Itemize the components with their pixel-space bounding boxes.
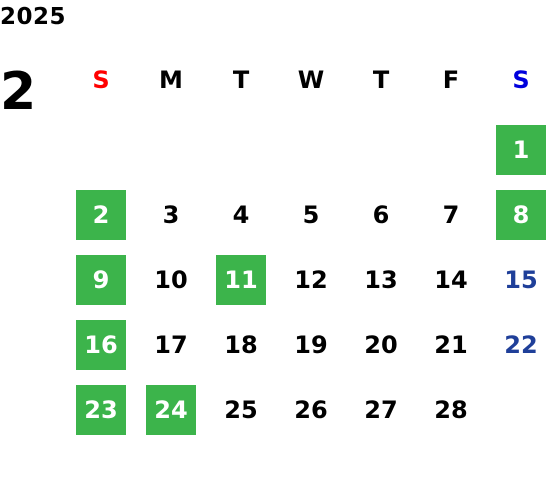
day-cell[interactable]: 20 <box>364 331 398 359</box>
day-cell[interactable]: 27 <box>364 396 398 424</box>
day-cell[interactable]: 15 <box>504 266 538 294</box>
weekday-header: S <box>512 66 530 94</box>
highlighted-day-cell[interactable]: 8 <box>496 190 546 240</box>
day-cell[interactable]: 4 <box>232 201 250 229</box>
day-cell[interactable]: 13 <box>364 266 398 294</box>
day-cell[interactable]: 25 <box>224 396 258 424</box>
weekday-header: F <box>442 66 460 94</box>
day-cell[interactable]: 7 <box>442 201 460 229</box>
weekday-header: T <box>372 66 390 94</box>
day-cell[interactable]: 21 <box>434 331 468 359</box>
month-number: 2 <box>0 62 37 122</box>
day-cell[interactable]: 14 <box>434 266 468 294</box>
day-cell[interactable]: 26 <box>294 396 328 424</box>
highlighted-day-cell[interactable]: 24 <box>146 385 196 435</box>
day-cell[interactable]: 6 <box>372 201 390 229</box>
day-cell[interactable]: 28 <box>434 396 468 424</box>
day-cell[interactable]: 10 <box>154 266 188 294</box>
highlighted-day-cell[interactable]: 11 <box>216 255 266 305</box>
day-cell[interactable]: 19 <box>294 331 328 359</box>
day-cell[interactable]: 22 <box>504 331 538 359</box>
year-label: 2025 <box>0 4 67 30</box>
highlighted-day-cell[interactable]: 1 <box>496 125 546 175</box>
day-cell[interactable]: 5 <box>302 201 320 229</box>
day-cell[interactable]: 3 <box>162 201 180 229</box>
highlighted-day-cell[interactable]: 23 <box>76 385 126 435</box>
day-cell[interactable]: 17 <box>154 331 188 359</box>
weekday-header: S <box>92 66 110 94</box>
day-cell[interactable]: 18 <box>224 331 258 359</box>
day-cell[interactable]: 12 <box>294 266 328 294</box>
weekday-header: T <box>232 66 250 94</box>
highlighted-day-cell[interactable]: 16 <box>76 320 126 370</box>
highlighted-day-cell[interactable]: 2 <box>76 190 126 240</box>
highlighted-day-cell[interactable]: 9 <box>76 255 126 305</box>
weekday-header: W <box>297 66 325 94</box>
weekday-header: M <box>159 66 183 94</box>
